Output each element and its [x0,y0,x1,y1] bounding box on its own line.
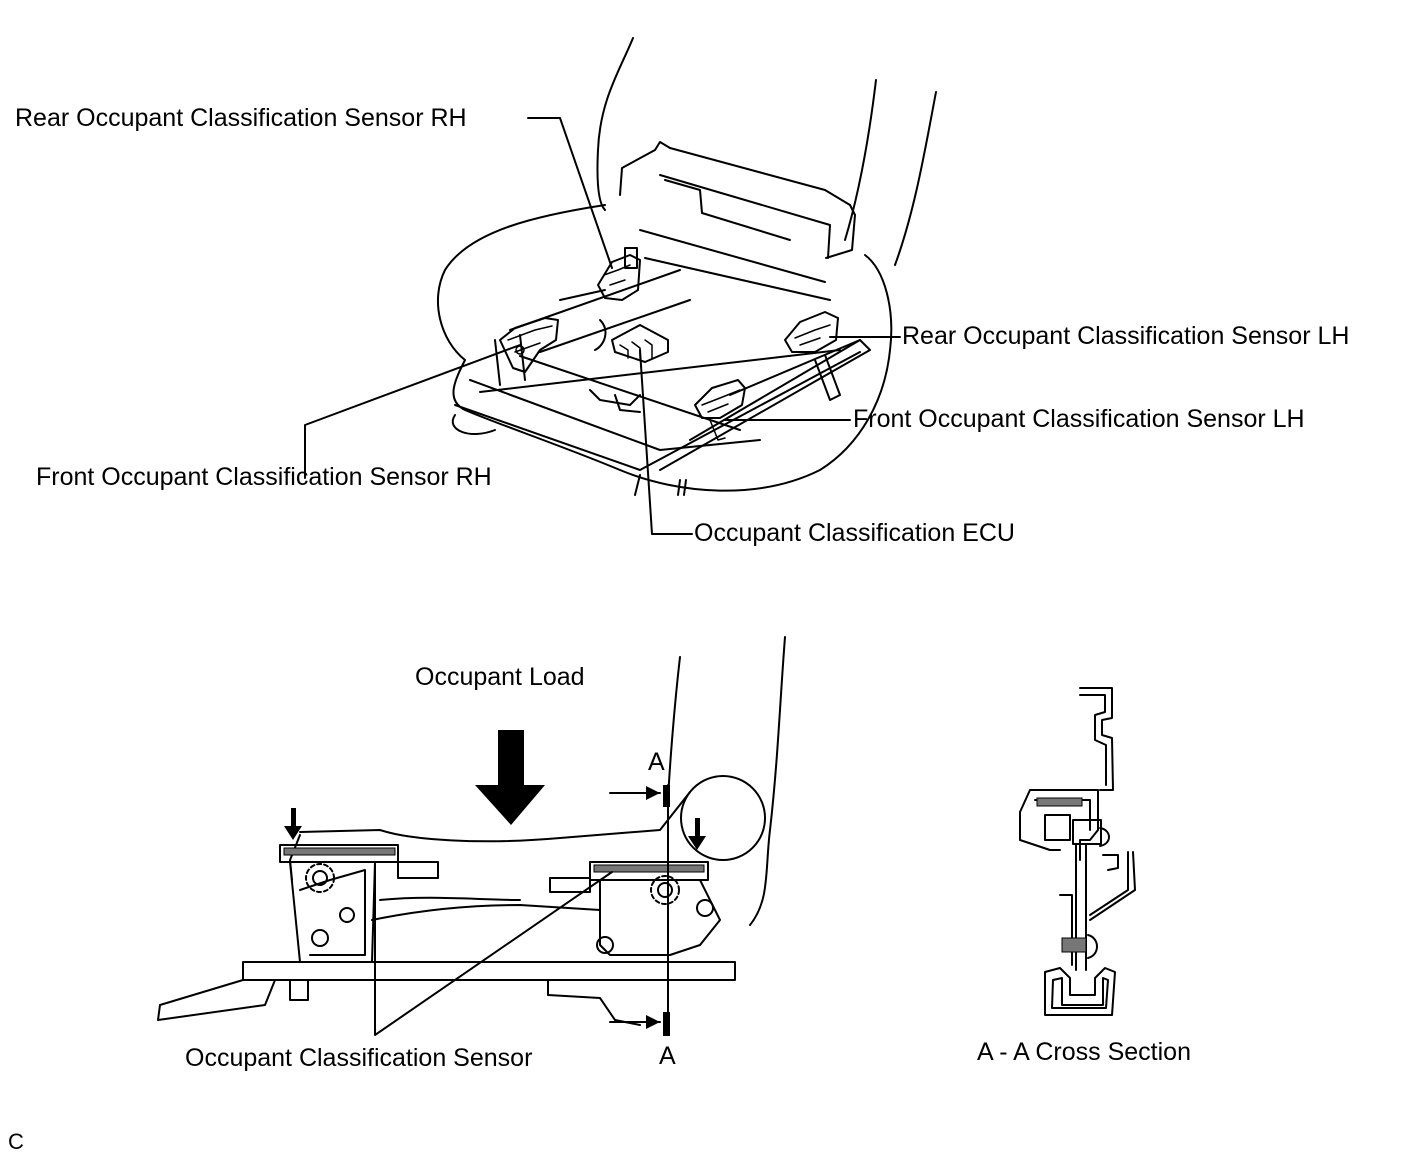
label-cross-section: A - A Cross Section [977,1038,1191,1066]
label-rear-sensor-lh: Rear Occupant Classification Sensor LH [902,322,1350,350]
bottom-leader-lines [374,864,613,1036]
rear-rh-sensor-part [597,247,641,301]
occupant-load-arrow [475,730,545,825]
label-front-sensor-rh: Front Occupant Classification Sensor RH [36,463,492,491]
label-occupant-load: Occupant Load [415,663,585,691]
label-section-a-top: A [648,748,665,776]
front-lh-sensor-part [694,379,746,441]
label-occupant-sensor: Occupant Classification Sensor [185,1044,533,1072]
front-rh-sensor-part [499,317,559,373]
cross-section-drawing [1019,687,1136,1016]
seat-side-view [157,636,786,1036]
label-section-a-bottom: A [659,1042,676,1070]
label-rear-sensor-rh: Rear Occupant Classification Sensor RH [15,104,467,132]
seat-isometric [437,37,937,496]
top-leader-lines [304,117,901,535]
figure-code: C [8,1129,24,1154]
label-occupant-ecu: Occupant Classification ECU [694,519,1015,547]
label-front-sensor-lh: Front Occupant Classification Sensor LH [853,405,1305,433]
rear-lh-sensor-part [784,311,839,353]
